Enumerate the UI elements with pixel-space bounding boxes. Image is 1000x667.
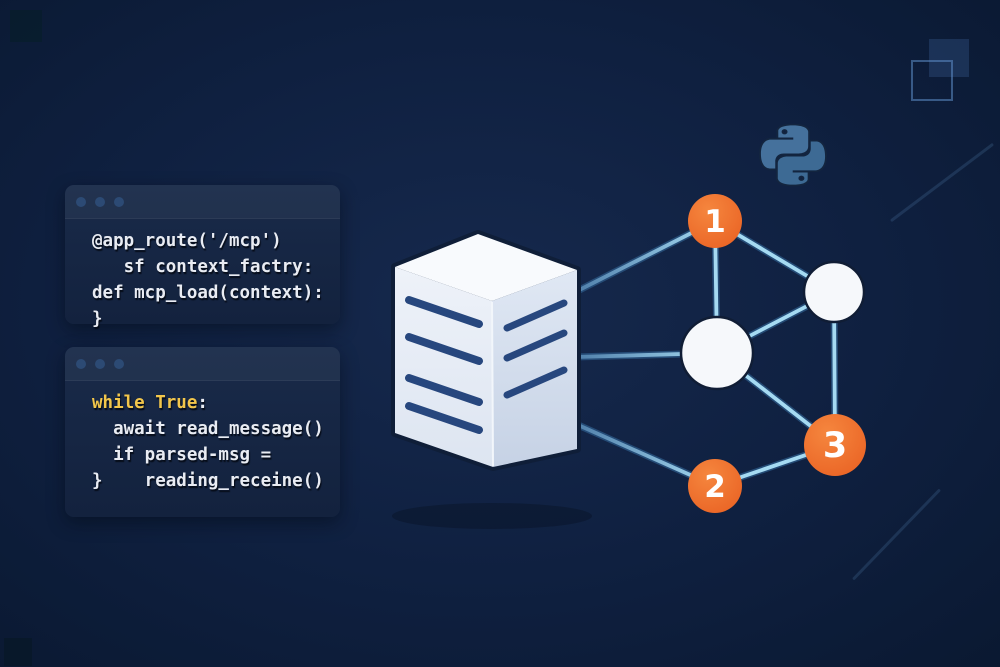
window-dot-icon [76,358,86,369]
node-2-label: 2 [704,469,726,505]
corner-square-top-right-outline [911,60,953,101]
code-line: def mcp_load(context): [92,283,324,303]
python-snake-top [758,123,811,171]
corner-square-top-left [10,10,42,42]
code-line: } [92,309,103,329]
code-line: @app_route('/mcp') [92,231,282,251]
code-window-1: @app_route('/mcp') sf context_factry: de… [65,185,340,329]
code-window-2-titlebar [65,347,340,381]
node-white-center [679,315,755,391]
node-3 [804,414,866,476]
window-dot-icon [114,358,124,369]
python-snake-bottom [775,139,828,187]
server-front-edge-highlight [491,301,494,467]
window-dot-icon [95,196,105,207]
code-line: await read_message() [92,419,324,439]
server-left-stripes [405,296,483,434]
server-shadow [392,503,592,529]
node-1-label: 1 [704,204,726,240]
node-white-right [802,260,866,324]
server-right-stripes [503,299,568,399]
code-window-2-body: while True: await read_message() if pars… [65,381,340,494]
server-right-face [492,270,577,467]
node-3-label: 3 [823,426,847,466]
node-1 [688,194,742,248]
code-keyword: while True [92,393,198,413]
window-dot-icon [76,196,86,207]
code-window-2: while True: await read_message() if pars… [65,347,340,517]
code-window-1-body: @app_route('/mcp') sf context_factry: de… [65,219,340,332]
code-window-1-titlebar [65,185,340,219]
server-icon [391,230,581,471]
network-nodes: 1 2 3 [679,194,866,513]
server-top-face [395,234,577,301]
code-line: } reading_receine() [92,471,324,491]
window-dot-icon [95,358,105,369]
node-2 [688,459,742,513]
corner-square-top-right-filled [929,39,969,77]
code-rest: : [197,393,208,413]
window-dot-icon [114,196,124,207]
code-line: sf context_factry: [92,257,314,277]
code-line: if parsed-msg = [92,445,272,465]
python-icon [758,123,828,187]
corner-square-bottom-left [4,638,32,666]
code-line: while True: [92,390,340,416]
